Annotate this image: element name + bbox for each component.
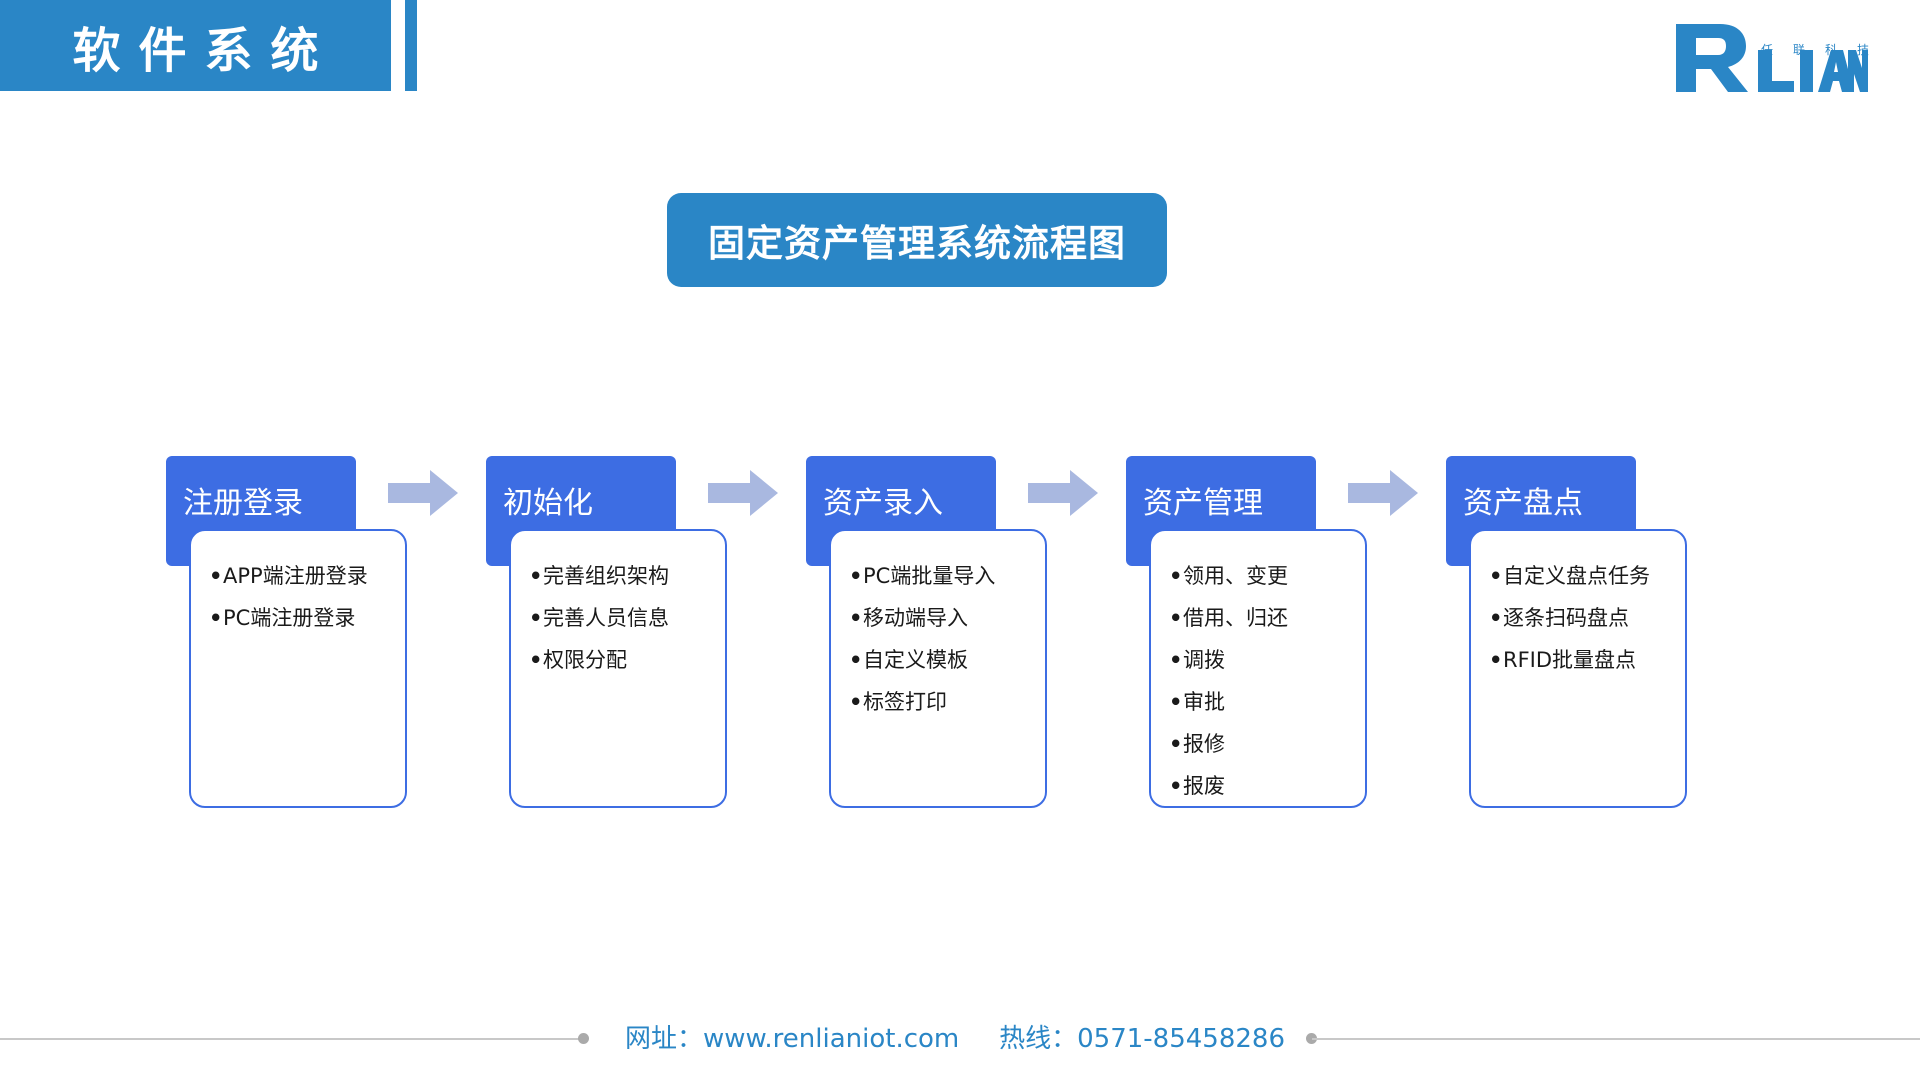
list-item: •报废 [1169, 774, 1225, 798]
company-logo [1676, 24, 1868, 92]
step-title: 资产盘点 [1463, 486, 1583, 521]
list-item: •PC端批量导入 [849, 564, 996, 588]
list-item: •自定义盘点任务 [1489, 564, 1650, 588]
list-item: •权限分配 [529, 648, 627, 672]
diagram-title: 固定资产管理系统流程图 [667, 193, 1167, 287]
list-item: •PC端注册登录 [209, 606, 356, 630]
list-item: •调拨 [1169, 648, 1225, 672]
logo-letter-n [1848, 50, 1868, 92]
logo-tagline-char: 技 [1856, 43, 1869, 57]
step-card: •领用、变更 •借用、归还 •调拨 •审批 •报修 •报废 [1149, 529, 1367, 808]
step-title: 资产录入 [823, 486, 943, 521]
step-title: 初始化 [503, 486, 593, 521]
logo-tagline: 任 联 科 技 [1761, 41, 1869, 58]
arrow-right-icon [1348, 470, 1418, 516]
step-asset-management: 资产管理 •领用、变更 •借用、归还 •调拨 •审批 •报修 •报废 [1126, 456, 1371, 812]
step-card: •PC端批量导入 •移动端导入 •自定义模板 •标签打印 [829, 529, 1047, 808]
list-item: •借用、归还 [1169, 606, 1288, 630]
step-initialization: 初始化 •完善组织架构 •完善人员信息 •权限分配 [486, 456, 731, 812]
list-item: •逐条扫码盘点 [1489, 606, 1629, 630]
step-title: 资产管理 [1143, 486, 1263, 521]
footer-divider-right [1312, 1038, 1920, 1040]
list-item: •RFID批量盘点 [1489, 648, 1637, 672]
footer-website[interactable]: 网址：www.renlianiot.com [625, 1024, 960, 1054]
footer-dot-right [1306, 1033, 1317, 1044]
arrow-right-icon [388, 470, 458, 516]
step-register-login: 注册登录 •APP端注册登录 •PC端注册登录 [166, 456, 411, 812]
list-item: •APP端注册登录 [209, 564, 368, 588]
step-card: •APP端注册登录 •PC端注册登录 [189, 529, 407, 808]
footer-dot-left [578, 1033, 589, 1044]
list-item: •标签打印 [849, 690, 947, 714]
logo-tagline-char: 联 [1792, 43, 1805, 57]
logo-letter-r [1676, 24, 1748, 92]
step-card: •完善组织架构 •完善人员信息 •权限分配 [509, 529, 727, 808]
footer-hotline: 热线：0571-85458286 [999, 1024, 1285, 1054]
footer-divider-left [0, 1038, 582, 1040]
logo-letter-i [1800, 50, 1813, 92]
header-banner: 软件系统 [0, 0, 391, 91]
list-item: •报修 [1169, 732, 1225, 756]
list-item: •完善人员信息 [529, 606, 669, 630]
logo-tagline-char: 任 [1761, 43, 1774, 57]
logo-letter-a [1818, 50, 1854, 92]
step-card: •自定义盘点任务 •逐条扫码盘点 •RFID批量盘点 [1469, 529, 1687, 808]
list-item: •领用、变更 [1169, 564, 1288, 588]
logo-tagline-char: 科 [1824, 43, 1837, 57]
footer-contact: 网址：www.renlianiot.com 热线：0571-85458286 [625, 1018, 1285, 1055]
step-title: 注册登录 [183, 486, 303, 521]
list-item: •审批 [1169, 690, 1225, 714]
list-item: •完善组织架构 [529, 564, 669, 588]
arrow-right-icon [1028, 470, 1098, 516]
page-section-title: 软件系统 [72, 22, 337, 79]
list-item: •移动端导入 [849, 606, 968, 630]
list-item: •自定义模板 [849, 648, 968, 672]
step-asset-entry: 资产录入 •PC端批量导入 •移动端导入 •自定义模板 •标签打印 [806, 456, 1051, 812]
step-asset-inventory: 资产盘点 •自定义盘点任务 •逐条扫码盘点 •RFID批量盘点 [1446, 456, 1691, 812]
arrow-right-icon [708, 470, 778, 516]
header-accent-bar [405, 0, 417, 91]
logo-letter-l [1758, 50, 1794, 92]
